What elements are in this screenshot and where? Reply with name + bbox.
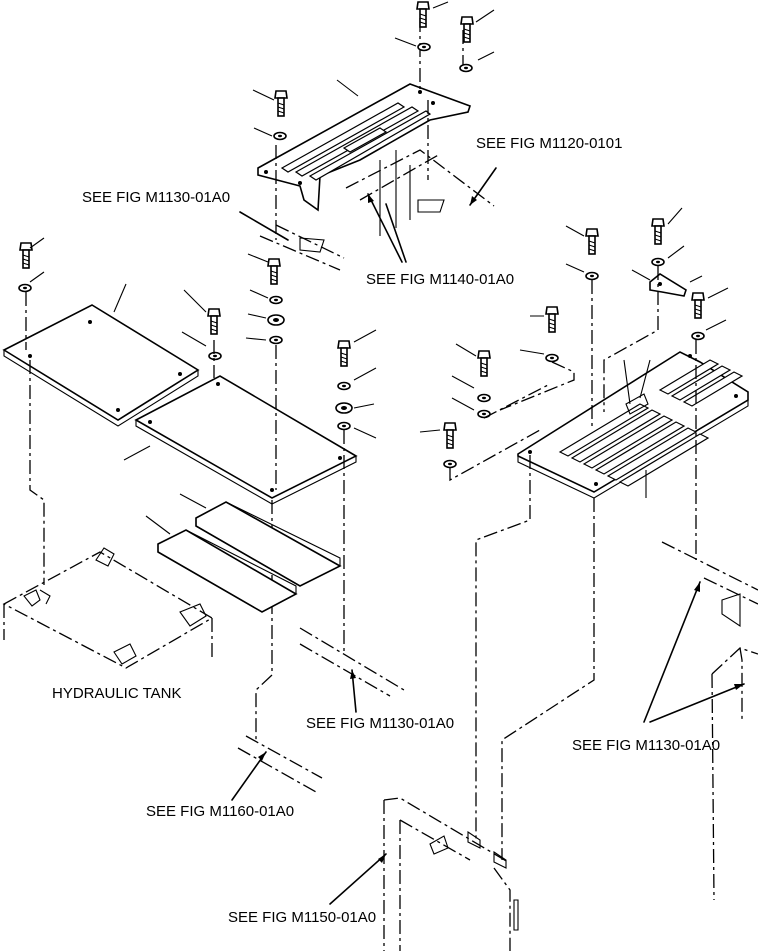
bolt-icon xyxy=(691,292,705,319)
fig-ref-label: SEE FIG M1120-0101 xyxy=(476,135,622,152)
hydraulic-tank-label: HYDRAULIC TANK xyxy=(52,685,181,702)
bolt-icon xyxy=(337,340,351,367)
spacer-icon xyxy=(267,314,285,326)
washer-icon xyxy=(477,393,491,403)
bolt-icon xyxy=(585,228,599,255)
washer-icon xyxy=(651,257,665,267)
cover-plate-left xyxy=(2,283,200,427)
fig-ref-label: SEE FIG M1130-01A0 xyxy=(306,715,454,732)
bolt-icon xyxy=(267,258,281,285)
washer-icon xyxy=(273,131,287,141)
washer-icon xyxy=(545,353,559,363)
fig-ref-label: SEE FIG M1160-01A0 xyxy=(146,803,294,820)
right-grille-plate xyxy=(517,351,749,499)
washer-icon xyxy=(691,331,705,341)
cover-plate-center xyxy=(123,375,358,505)
bottom-frame xyxy=(383,797,519,951)
washer-icon xyxy=(417,42,431,52)
washer-icon xyxy=(269,295,283,305)
right-frame xyxy=(661,541,758,901)
top-grille-plate xyxy=(257,18,472,240)
fig-ref-label: SEE FIG M1150-01A0 xyxy=(228,909,376,926)
washer-icon xyxy=(337,381,351,391)
washer-icon xyxy=(269,335,283,345)
fig-ref-label: SEE FIG M1140-01A0 xyxy=(366,271,514,288)
bolt-icon xyxy=(19,242,33,269)
fig-ref-label: SEE FIG M1130-01A0 xyxy=(82,189,230,206)
bolt-icon xyxy=(274,90,288,117)
spacer-icon xyxy=(335,402,353,414)
washer-icon xyxy=(443,459,457,469)
hydraulic-tank xyxy=(2,547,214,669)
bolt-icon xyxy=(443,422,457,449)
fig-ref-label: SEE FIG M1130-01A0 xyxy=(572,737,720,754)
bolt-icon xyxy=(545,306,559,333)
bolt-icon xyxy=(416,1,430,28)
bolt-icon xyxy=(207,308,221,335)
bracket-icon xyxy=(631,269,703,297)
foam-pad-lower xyxy=(145,515,298,613)
bolt-icon xyxy=(651,218,665,245)
foam-pad-upper xyxy=(179,493,342,587)
washer-icon xyxy=(18,283,32,293)
washer-icon xyxy=(337,421,351,431)
washer-icon xyxy=(585,271,599,281)
frame-rails-top xyxy=(259,149,495,271)
washer-icon xyxy=(208,351,222,361)
bolt-icon xyxy=(477,350,491,377)
frame-rails-mid xyxy=(237,627,405,793)
washer-icon xyxy=(459,63,473,73)
